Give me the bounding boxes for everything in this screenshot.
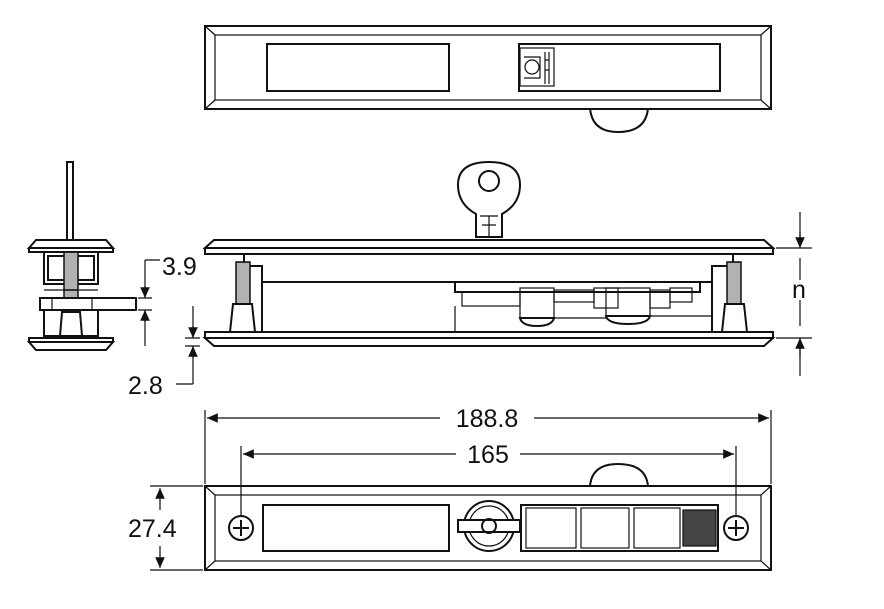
screw-icon (723, 515, 749, 541)
dimension-lower-offset: 2.8 (128, 306, 200, 400)
end-view (26, 161, 137, 351)
dimension-upper-offset: 3.9 (138, 253, 197, 346)
dim-adjustable-height-label: n (792, 276, 806, 304)
dim-overall-length-label: 188.8 (456, 405, 519, 433)
dim-lower-offset-label: 2.8 (128, 372, 163, 400)
dim-screw-spacing-label: 165 (467, 441, 509, 469)
top-view (204, 25, 772, 134)
dimension-overall-length: 188.8 (204, 405, 772, 484)
dim-upper-offset-label: 3.9 (162, 253, 197, 281)
dim-faceplate-height-label: 27.4 (128, 515, 177, 543)
dimension-adjustable-height: n (776, 212, 812, 376)
front-view (204, 462, 772, 571)
dimension-faceplate-height: 27.4 (128, 485, 203, 571)
screw-icon (228, 515, 254, 541)
dimension-screw-spacing: 165 (240, 441, 737, 515)
lock-symbol-icon (519, 47, 555, 87)
key-icon (456, 160, 522, 238)
side-view (202, 160, 776, 347)
